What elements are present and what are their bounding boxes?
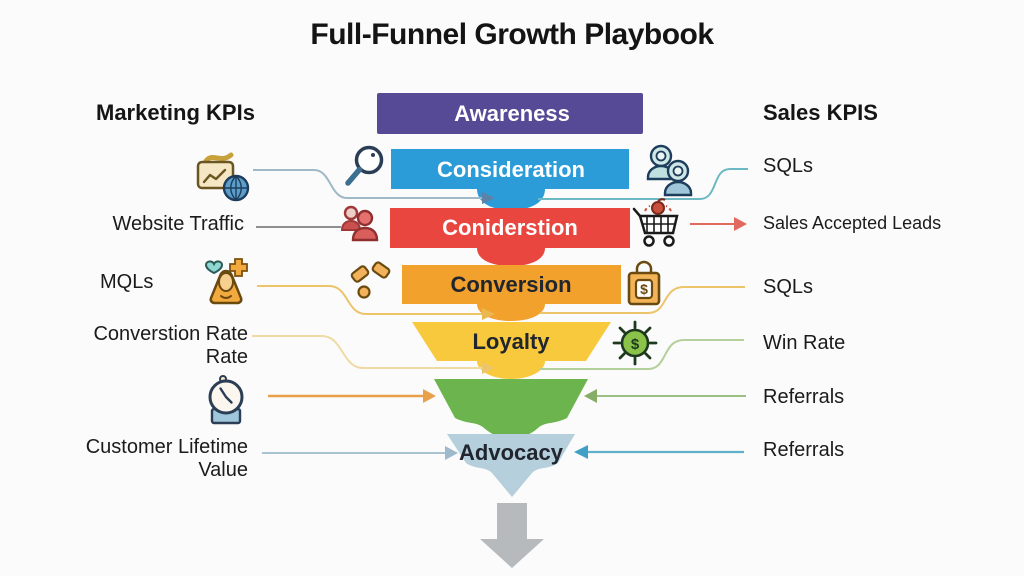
conversion-to-sqls-connector (540, 286, 745, 314)
funnel-exit-arrow (480, 503, 544, 568)
cart-to-sal-connector (690, 217, 747, 231)
stage-loyalty-shape (412, 322, 611, 379)
pencils-icon (350, 261, 391, 299)
consideration-to-sqls-connector (538, 168, 748, 200)
money-bag-icon: $ (627, 260, 661, 306)
stage-coniderstion-bar (390, 208, 630, 266)
sqls-top-label: SQLs (763, 155, 814, 177)
people-teal-icon (646, 144, 693, 197)
referrals-green-connector (584, 389, 746, 403)
sales-kpis-header: Sales KPIS (763, 100, 878, 125)
magnifier-icon (345, 145, 384, 186)
alarm-clock-icon (208, 375, 244, 425)
clv-connector (262, 446, 458, 460)
stage-consideration-label: Consideration (437, 157, 585, 182)
stage-advocacy-shape (447, 434, 575, 497)
cart-icon (632, 198, 679, 247)
win-rate-label: Win Rate (763, 332, 846, 354)
referrals-loyalty-label: Referrals (763, 386, 845, 408)
page-title: Full-Funnel Growth Playbook (310, 18, 714, 51)
mqls-label: MQLs (100, 271, 154, 293)
analytics-globe-icon (196, 152, 250, 202)
customer-lifetime-value-label: Customer Lifetime Value (85, 436, 248, 481)
people-red-icon (340, 205, 379, 242)
stage-awareness-label: Awareness (454, 101, 570, 126)
reach-connector (253, 169, 495, 204)
website-traffic-label: Website Traffic (112, 213, 244, 235)
lead-plus-icon (204, 258, 248, 305)
svg-text:$: $ (640, 281, 648, 297)
stage-consideration-bar (391, 149, 629, 210)
sqls-mid-label: SQLs (763, 276, 814, 298)
sales-accepted-leads-label: Sales Accepted Leads (763, 213, 942, 233)
stage-awareness-bar (377, 93, 643, 134)
stage-loyalty-label: Loyalty (472, 329, 550, 354)
conversion-rate-label: Converstion Rate Rate (93, 323, 248, 368)
stage-conversion-label: Conversion (450, 272, 572, 297)
mqls-connector (257, 285, 495, 320)
stage-green-shape (434, 379, 588, 438)
marketing-kpis-header: Marketing KPIs (96, 100, 255, 125)
svg-text:$: $ (631, 336, 640, 353)
referrals-advocacy-label: Referrals (763, 439, 845, 461)
dollar-target-icon: $ (612, 320, 658, 366)
stage-coniderstion-label: Coniderstion (442, 215, 578, 240)
clock-connector (268, 389, 436, 403)
referrals-teal-connector (574, 445, 744, 459)
conversion-rate-connector (252, 335, 495, 374)
loyalty-to-winrate-connector (540, 339, 744, 370)
stage-conversion-bar (402, 265, 621, 321)
stage-advocacy-label: Advocacy (459, 440, 563, 465)
